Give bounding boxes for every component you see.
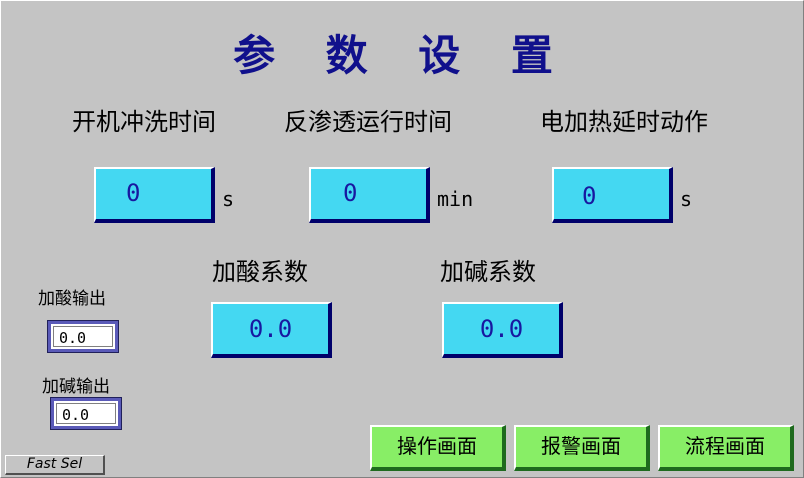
alkali-coef-label: 加碱系数 [440,258,536,286]
heater-delay-input[interactable]: 0 [552,167,673,223]
ro-run-time-label: 反渗透运行时间 [284,108,452,136]
ro-run-time-input[interactable]: 0 [309,167,430,223]
alkali-coef-input[interactable]: 0.0 [442,302,563,358]
flush-time-unit: s [222,187,235,211]
operation-screen-button[interactable]: 操作画面 [370,425,506,471]
acid-output-label: 加酸输出 [38,289,106,309]
acid-output-value: 0.0 [53,326,113,347]
flush-time-label: 开机冲洗时间 [72,108,216,136]
alkali-output-value: 0.0 [56,403,116,424]
ro-run-time-unit: min [437,187,474,211]
page-title: 参 数 设 置 [233,31,571,80]
alarm-screen-button[interactable]: 报警画面 [514,425,650,471]
heater-delay-unit: s [680,187,693,211]
flush-time-input[interactable]: 0 [94,167,215,223]
fast-sel-button[interactable]: Fast Sel [5,455,105,475]
acid-output-display: 0.0 [47,320,119,353]
acid-coef-label: 加酸系数 [212,258,308,286]
acid-coef-input[interactable]: 0.0 [211,302,332,358]
process-screen-button[interactable]: 流程画面 [658,425,794,471]
alkali-output-label: 加碱输出 [42,377,110,397]
heater-delay-label: 电加热延时动作 [540,108,708,136]
alkali-output-display: 0.0 [50,397,122,430]
